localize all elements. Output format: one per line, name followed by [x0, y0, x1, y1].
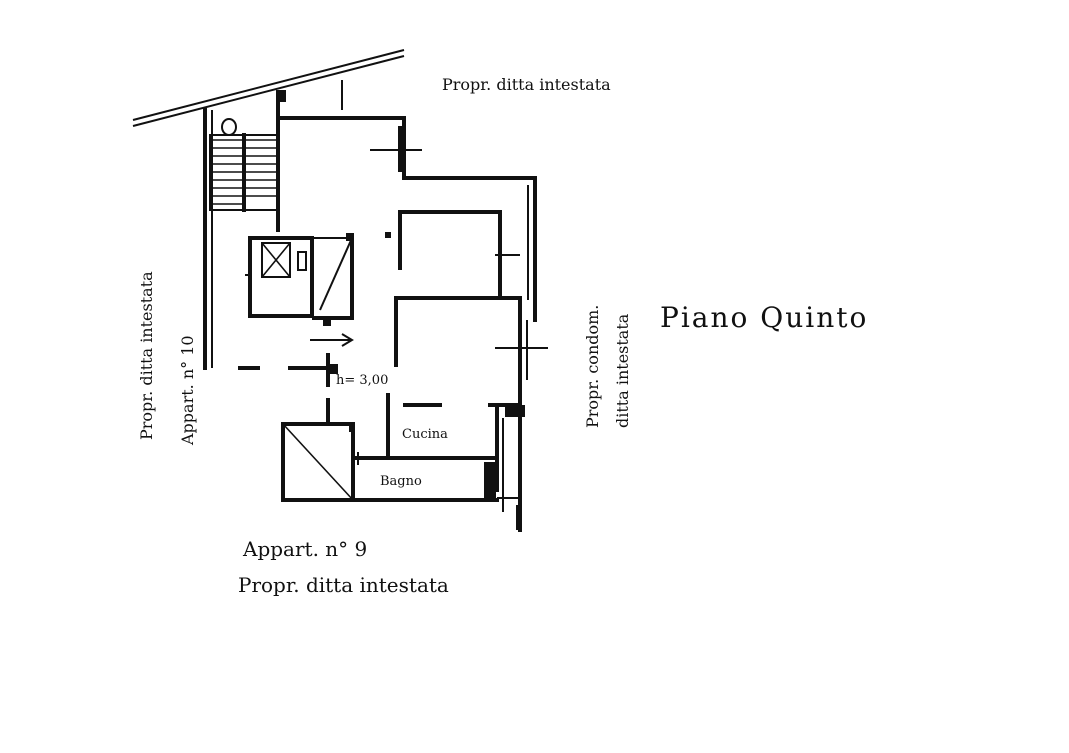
- dashed-boundary: [238, 353, 338, 422]
- sloped-boundary: [132, 49, 405, 127]
- upper-wall-stubs: [276, 80, 343, 232]
- label-bottom-line1: Appart. n° 9: [242, 537, 367, 561]
- entrance-arrow: [310, 333, 354, 347]
- label-height: h= 3,00: [336, 373, 388, 388]
- label-top: Propr. ditta intestata: [442, 75, 611, 94]
- label-right-line1: Propr. condom.: [583, 305, 602, 428]
- elevator: [245, 234, 354, 326]
- living-room-walls: [280, 116, 537, 322]
- right-rooms-walls: [386, 296, 548, 532]
- label-bottom-line2: Propr. ditta intestata: [238, 573, 449, 597]
- label-left-line1: Propr. ditta intestata: [137, 271, 156, 440]
- label-left-line2: Appart. n° 10: [178, 335, 197, 446]
- label-kitchen: Cucina: [402, 427, 448, 442]
- left-wall: [203, 108, 213, 370]
- bottom-rooms-walls: [281, 422, 499, 502]
- staircase: [209, 118, 279, 212]
- page-title: Piano Quinto: [660, 301, 868, 334]
- label-bathroom: Bagno: [380, 474, 422, 489]
- label-right-line2: ditta intestata: [613, 313, 632, 428]
